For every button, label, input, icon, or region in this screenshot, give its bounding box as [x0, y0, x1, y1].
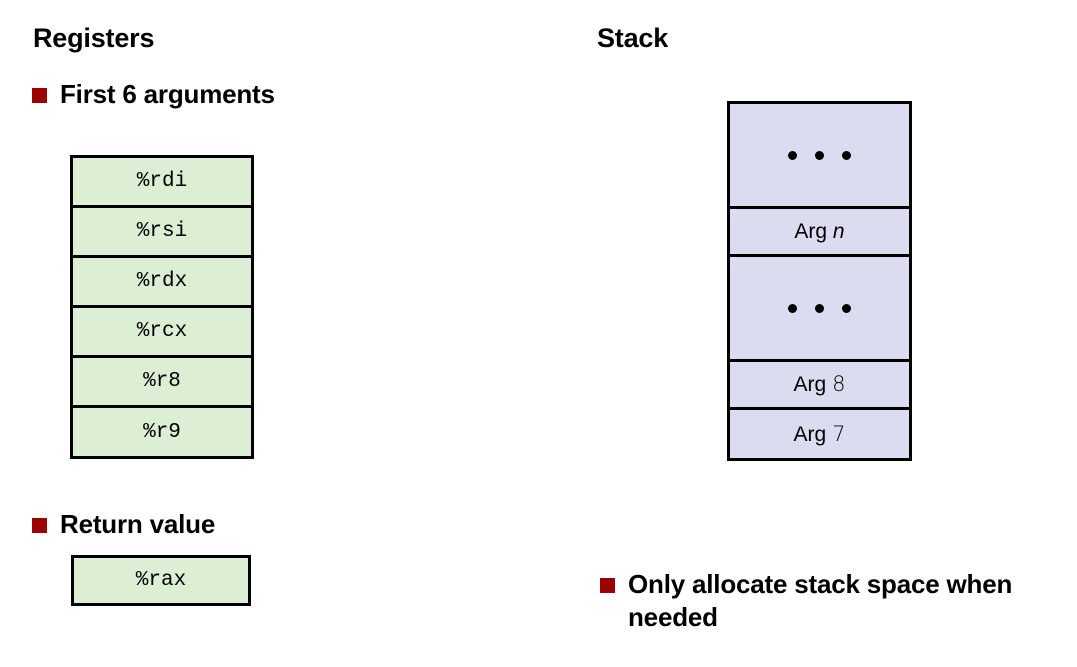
stack-row-arg-n: Arg n — [730, 209, 909, 257]
bullet-return-value: Return value — [32, 508, 215, 541]
stack-row-arg-8: Arg 8 — [730, 362, 909, 410]
bullet-square-icon — [600, 578, 615, 593]
register-row-rcx: %rcx — [73, 308, 251, 358]
stack-slot-label-arg-8: Arg 8 — [793, 372, 846, 396]
stack-diagram-box: Arg n Arg 8 Arg 7 — [727, 101, 912, 461]
stack-slot-index-arg-n: n — [832, 220, 845, 243]
register-row-rdx: %rdx — [73, 258, 251, 308]
register-name-rdx: %rdx — [136, 270, 188, 293]
register-row-r8: %r8 — [73, 358, 251, 408]
stack-slot-index-arg-8: 8 — [832, 372, 846, 396]
stack-row-ellipsis-top — [730, 104, 909, 209]
register-row-rsi: %rsi — [73, 208, 251, 258]
register-name-rcx: %rcx — [136, 320, 188, 343]
register-name-r8: %r8 — [143, 370, 181, 393]
bullet-return-value-label: Return value — [60, 509, 216, 539]
stack-row-arg-7: Arg 7 — [730, 410, 909, 458]
stack-slot-prefix-arg-n: Arg — [794, 220, 833, 243]
register-name-rsi: %rsi — [136, 220, 188, 243]
bullet-square-icon — [32, 88, 47, 103]
stack-slot-label-arg-7: Arg 7 — [793, 421, 846, 446]
bullet-first-6-arguments-label: First 6 arguments — [60, 79, 275, 109]
bullet-only-allocate-stack-space-label: Only allocate stack space when needed — [628, 569, 1013, 632]
register-row-rdi: %rdi — [73, 158, 251, 208]
registers-heading: Registers — [33, 23, 155, 53]
bullet-square-icon — [32, 518, 47, 533]
argument-registers-box: %rdi %rsi %rdx %rcx %r8 %r9 — [70, 155, 254, 459]
return-register-box: %rax — [71, 555, 251, 606]
stack-slot-prefix-arg-7: Arg — [793, 422, 833, 446]
ellipsis-dots-icon — [788, 150, 851, 160]
stack-slot-index-arg-7: 7 — [832, 421, 846, 446]
stack-slot-label-arg-n: Arg n — [794, 221, 844, 242]
ellipsis-dots-icon — [788, 303, 851, 313]
register-row-rax: %rax — [74, 558, 248, 603]
register-name-rdi: %rdi — [136, 170, 188, 193]
stack-slot-prefix-arg-8: Arg — [793, 373, 833, 396]
register-name-r9: %r9 — [143, 420, 181, 444]
register-row-r9: %r9 — [73, 408, 251, 456]
bullet-first-6-arguments: First 6 arguments — [32, 78, 275, 111]
bullet-only-allocate-stack-space: Only allocate stack space when needed — [600, 568, 1070, 634]
stack-heading: Stack — [597, 23, 669, 53]
stack-row-ellipsis-middle — [730, 257, 909, 362]
register-name-rax: %rax — [135, 569, 187, 592]
